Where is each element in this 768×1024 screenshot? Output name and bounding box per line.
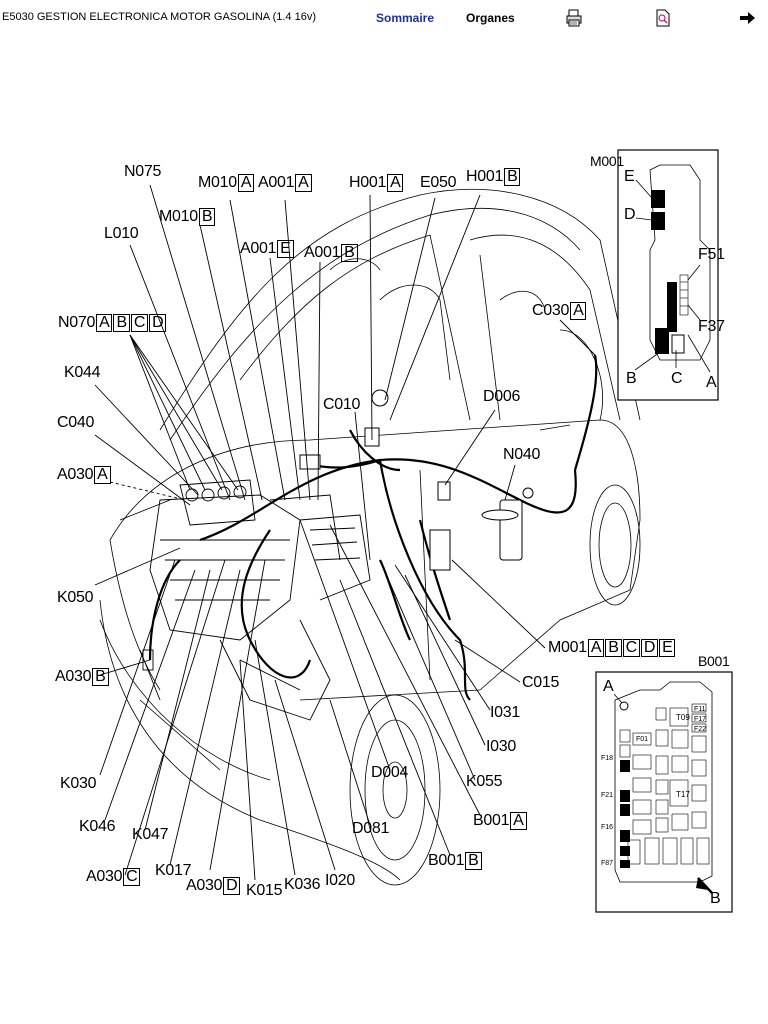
print-icon[interactable] xyxy=(564,8,584,28)
inset-m001-a: A xyxy=(706,374,717,391)
inset-b001-title: B001 xyxy=(698,653,730,669)
nav-sommaire-link[interactable]: Sommaire xyxy=(376,11,435,25)
label-k030: K030 xyxy=(60,775,97,792)
inset-b001-f11: F11 xyxy=(694,706,706,713)
label-d081: D081 xyxy=(352,820,390,837)
label-n075: N075 xyxy=(124,163,162,180)
inset-b001-t09: T09 xyxy=(676,713,690,722)
inset-m001-f37: F37 xyxy=(698,318,725,335)
label-i031: I031 xyxy=(490,704,520,721)
label-c015: C015 xyxy=(522,674,560,691)
inset-b001-b: B xyxy=(710,890,721,907)
inset-b001-t17: T17 xyxy=(676,790,690,799)
inset-b001-f21: F21 xyxy=(601,792,614,799)
label-l010: L010 xyxy=(104,225,139,242)
inset-b001-f18: F18 xyxy=(601,755,614,762)
label-k046: K046 xyxy=(79,818,116,835)
inset-m001-d: D xyxy=(624,206,636,223)
label-k044: K044 xyxy=(64,364,101,381)
inset-m001-f51: F51 xyxy=(698,246,725,263)
inset-m001-c: C xyxy=(671,370,683,387)
inset-b001-f22: F22 xyxy=(694,726,707,733)
inset-b001-f17: F17 xyxy=(694,716,707,723)
top-bar: E5030 GESTION ELECTRONICA MOTOR GASOLINA… xyxy=(0,0,768,40)
inset-m001-e: E xyxy=(624,168,635,185)
leader-lines xyxy=(94,184,596,881)
inset-b001 xyxy=(595,671,733,913)
document-title: E5030 GESTION ELECTRONICA MOTOR GASOLINA… xyxy=(2,11,317,23)
label-c040: C040 xyxy=(57,414,95,431)
label-k047: K047 xyxy=(132,826,169,843)
components xyxy=(299,389,534,571)
label-k036: K036 xyxy=(284,876,321,893)
inset-m001-title: M001 xyxy=(590,153,624,169)
inset-b001-f87: F87 xyxy=(601,860,614,867)
label-k015: K015 xyxy=(246,882,283,899)
label-k050: K050 xyxy=(57,589,94,606)
inset-m001-b: B xyxy=(626,370,637,387)
car-outline xyxy=(99,189,641,886)
inset-m001 xyxy=(617,149,719,401)
label-i020: I020 xyxy=(325,872,355,889)
inset-b001-f16: F16 xyxy=(601,824,614,831)
inset-b001-a: A xyxy=(603,678,614,695)
nav-organes-link[interactable]: Organes xyxy=(466,11,515,25)
label-c010: C010 xyxy=(323,396,361,413)
label-k017: K017 xyxy=(155,862,192,879)
next-arrow-icon[interactable] xyxy=(738,8,758,28)
label-e050: E050 xyxy=(420,174,457,191)
zoom-document-icon[interactable] xyxy=(653,8,673,28)
label-i030: I030 xyxy=(486,738,516,755)
inset-b001-f01: F01 xyxy=(636,736,649,743)
label-n040: N040 xyxy=(503,446,541,463)
label-d004: D004 xyxy=(371,764,409,781)
label-k055: K055 xyxy=(466,773,503,790)
engine-block xyxy=(139,479,371,721)
label-d006: D006 xyxy=(483,388,521,405)
